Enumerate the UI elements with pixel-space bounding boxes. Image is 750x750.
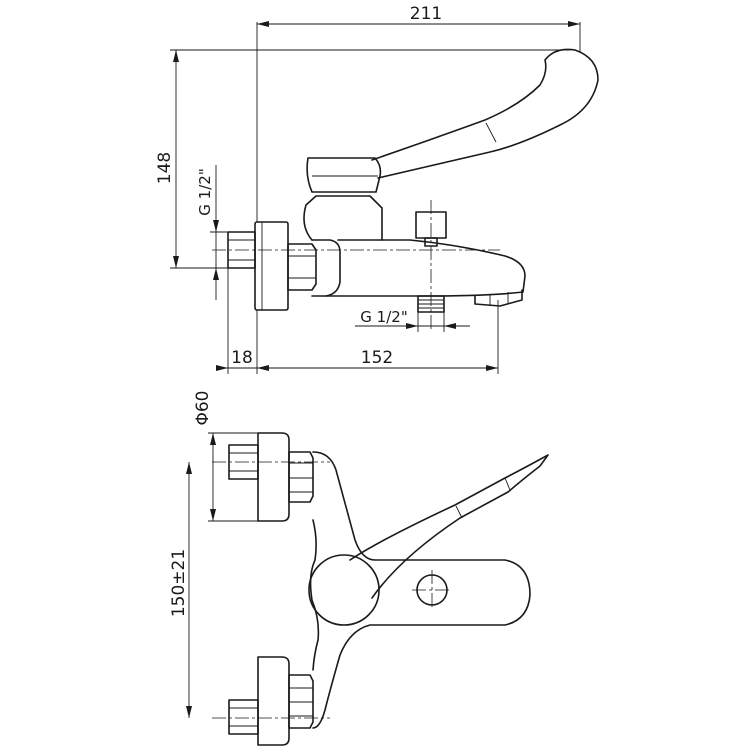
dimension-lines bbox=[170, 21, 581, 718]
dim-spout-reach: 152 bbox=[361, 348, 393, 368]
dim-height: 148 bbox=[155, 152, 175, 184]
dim-wall-offset: 18 bbox=[231, 348, 253, 368]
cartridge-cap bbox=[306, 157, 382, 193]
spout-outlet bbox=[474, 289, 523, 307]
mixer-body bbox=[311, 239, 341, 297]
dim-overall-length: 211 bbox=[410, 4, 442, 24]
upper-rosette bbox=[257, 432, 290, 522]
wall-rosette bbox=[254, 221, 289, 311]
body-outline bbox=[312, 451, 531, 729]
dim-thread-top: G 1/2" bbox=[196, 168, 214, 215]
cartridge-circle bbox=[308, 554, 380, 626]
hex-nut bbox=[287, 243, 317, 291]
lever-handle bbox=[371, 48, 599, 179]
spout bbox=[325, 239, 526, 297]
top-view bbox=[212, 432, 549, 746]
dim-thread-bottom: G 1/2" bbox=[360, 308, 407, 326]
dim-centre-distance: 150±21 bbox=[169, 549, 189, 617]
side-view bbox=[212, 48, 599, 330]
lower-rosette bbox=[257, 656, 290, 746]
dim-diameter: Φ60 bbox=[193, 390, 213, 425]
lever-top bbox=[349, 454, 549, 599]
